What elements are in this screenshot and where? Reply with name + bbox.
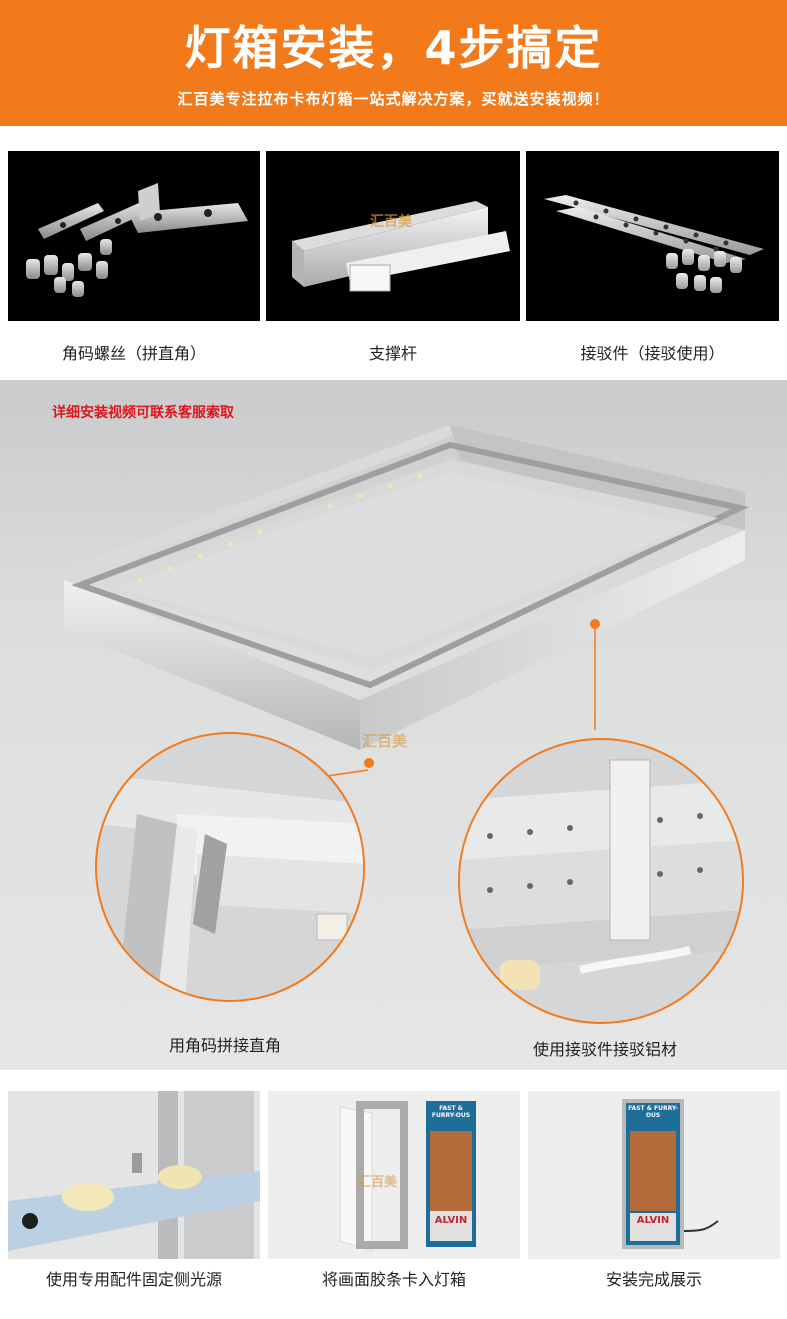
detail-label-connector: 使用接驳件接驳铝材 (532, 1040, 677, 1059)
poster-name: ALVIN (636, 1215, 670, 1226)
frame-assembly-illustration (62, 425, 750, 780)
corner-bracket-illustration (26, 183, 248, 297)
part-image-connector (526, 151, 779, 321)
part-image-corner-screws (8, 151, 260, 321)
corner-detail-illustration (97, 774, 363, 1000)
part-label-connector: 接驳件（接驳使用） (580, 344, 725, 363)
detail-label-corner: 用角码拼接直角 (168, 1036, 281, 1055)
step-label-finished: 安装完成展示 (605, 1270, 702, 1289)
watermark-logo: 汇百美 (362, 732, 408, 750)
step-image-insert-fabric: FAST & FURRY-OUS ALVIN 汇百美 (268, 1091, 520, 1259)
corner-detail-zoom (95, 732, 365, 1002)
step-label-light-source: 使用专用配件固定侧光源 (45, 1270, 222, 1289)
assembly-section: 详细安装视频可联系客服索取 汇百美 (0, 380, 787, 1070)
part-label-corner-screws: 角码螺丝（拼直角） (61, 344, 206, 363)
light-source-illustration (8, 1091, 260, 1259)
page-subtitle: 汇百美专注拉布卡布灯箱一站式解决方案，买就送安装视频！ (177, 90, 610, 108)
step-label-insert-fabric: 将画面胶条卡入灯箱 (321, 1270, 466, 1289)
watermark-logo: 汇百美 (358, 1175, 398, 1190)
connector-detail-illustration (460, 759, 742, 990)
connector-marker-dot (590, 619, 600, 629)
page-title: 灯箱安装，4步搞定 (184, 21, 603, 75)
header-banner: 灯箱安装，4步搞定 汇百美专注拉布卡布灯箱一站式解决方案，买就送安装视频！ (0, 0, 787, 126)
finished-lightbox-illustration (528, 1091, 780, 1259)
step-image-finished: FAST & FURRY-OUS ALVIN (528, 1091, 780, 1259)
support-bar-illustration (292, 201, 510, 292)
watermark-logo: 汇百美 (370, 214, 412, 230)
connector-plate-illustration (544, 195, 764, 293)
poster-name: ALVIN (434, 1215, 468, 1226)
corner-marker-dot (364, 758, 374, 768)
poster-title: FAST & FURRY-OUS (628, 1105, 678, 1119)
step-image-light-source (8, 1091, 260, 1259)
connector-detail-zoom (458, 738, 744, 1024)
video-contact-note: 详细安装视频可联系客服索取 (52, 405, 234, 421)
insert-fabric-illustration (268, 1091, 520, 1259)
part-image-support-bar: 汇百美 (266, 151, 520, 321)
part-label-support-bar: 支撑杆 (368, 344, 417, 363)
poster-title: FAST & FURRY-OUS (431, 1105, 471, 1119)
